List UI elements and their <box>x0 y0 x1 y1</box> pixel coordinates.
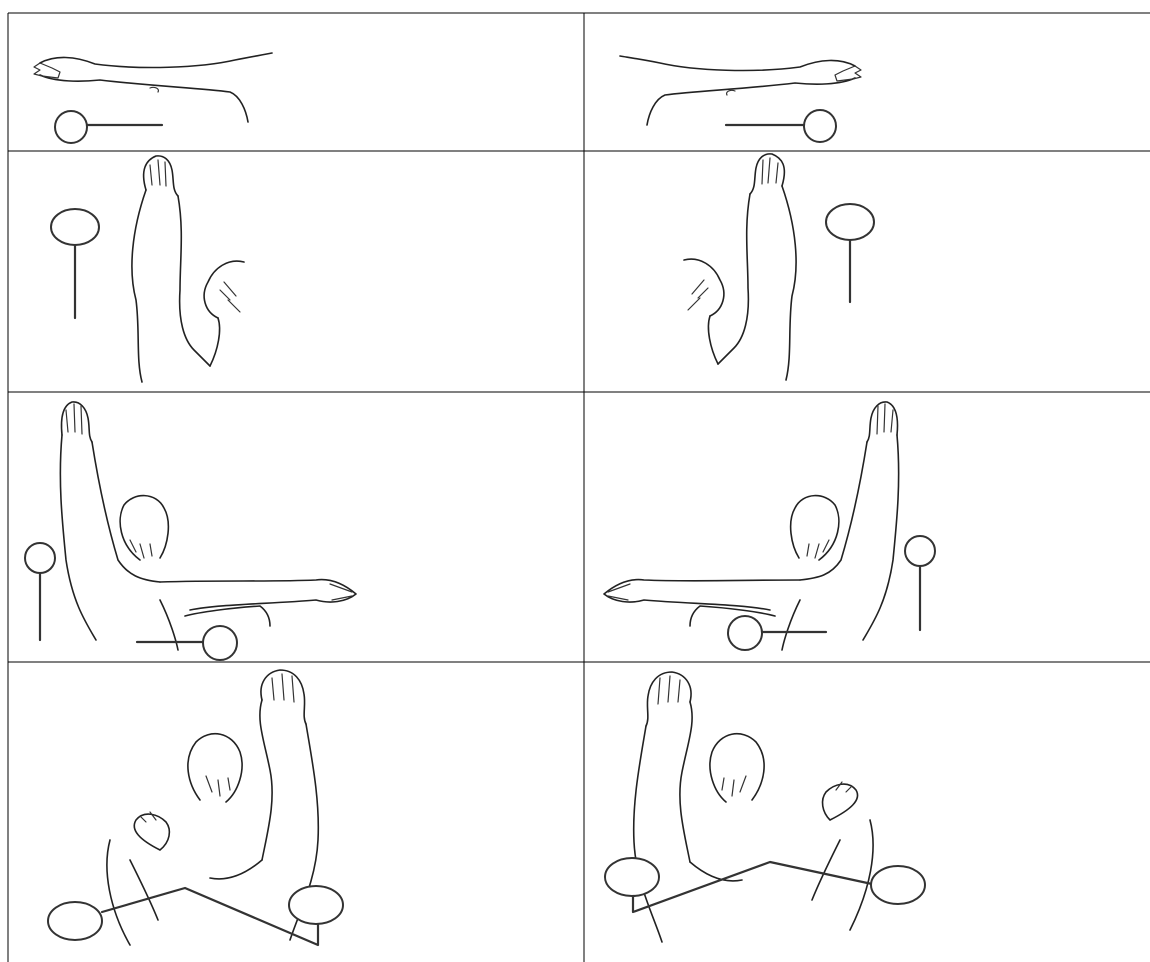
cell-r4-right <box>604 671 926 943</box>
back-view-figure <box>106 669 320 946</box>
range-marker <box>54 110 164 144</box>
range-marker-vertical <box>904 535 936 632</box>
range-marker <box>724 109 837 143</box>
horizontal-arm-figure <box>33 52 273 123</box>
range-marker-vertical <box>24 542 56 642</box>
range-marker-horizontal <box>727 615 828 651</box>
range-marker <box>50 208 100 320</box>
back-view-figure <box>603 401 900 651</box>
cell-r4-left <box>47 669 344 947</box>
range-marker-zigzag <box>47 885 344 947</box>
cell-r2-left <box>50 155 245 383</box>
cell-r1-right <box>619 55 862 143</box>
horizontal-arm-figure <box>619 55 862 126</box>
cell-r2-right <box>683 153 875 381</box>
range-marker <box>825 203 875 304</box>
cell-r3-right <box>603 401 936 651</box>
table-borders <box>7 12 1150 962</box>
back-view-figure <box>59 401 357 651</box>
cell-r3-left <box>24 401 357 661</box>
raised-arm-figure <box>683 153 797 381</box>
range-marker-zigzag <box>604 857 926 914</box>
range-marker-horizontal <box>135 625 238 661</box>
raised-arm-figure <box>131 155 245 383</box>
cell-r1-left <box>33 52 273 144</box>
back-view-figure <box>632 671 874 943</box>
